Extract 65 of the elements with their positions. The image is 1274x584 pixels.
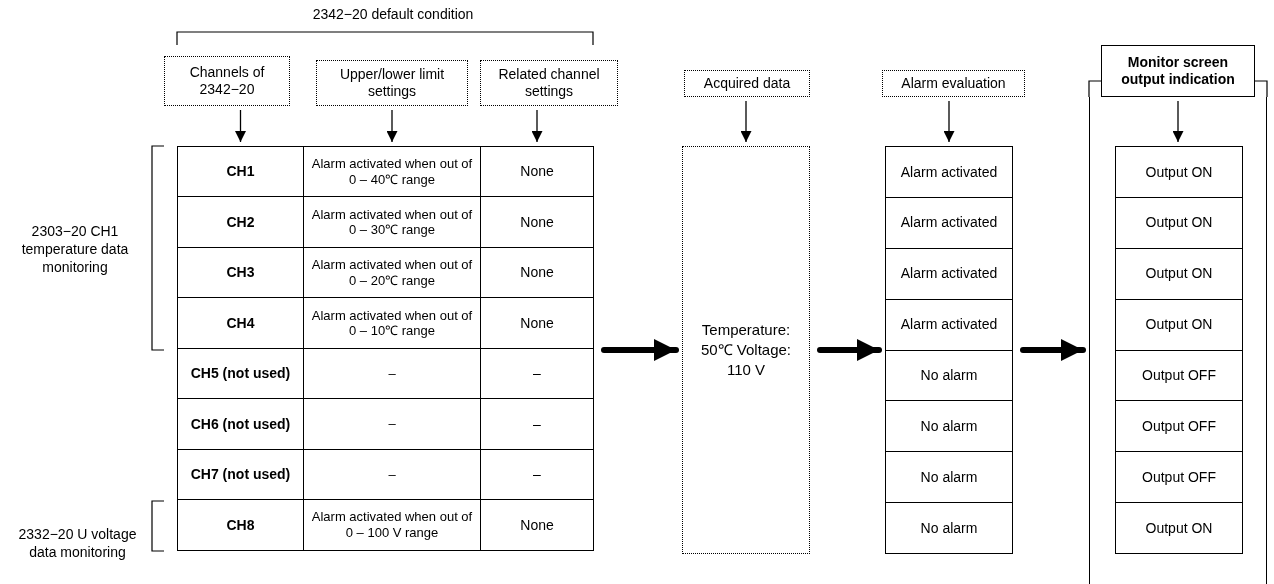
evaluation-cell: No alarm: [886, 401, 1012, 453]
table-column: [303, 146, 481, 551]
limit-cell: Alarm activated when out of 0 – 30℃ range: [304, 197, 480, 248]
channel-cell: CH2: [178, 197, 303, 248]
data-box: Temperature: 50℃ Voltage: 110 V: [682, 146, 810, 554]
arrow: [531, 109, 543, 143]
output-cell: Output ON: [1116, 248, 1242, 300]
evaluation-cell: No alarm: [886, 350, 1012, 402]
output-cell: Output ON: [1116, 197, 1242, 249]
related-cell: None: [481, 298, 593, 349]
related-cell: –: [481, 399, 593, 450]
evaluation-cell: No alarm: [886, 452, 1012, 504]
related-cell: –: [481, 348, 593, 400]
channel-cell: CH4: [178, 298, 303, 349]
evaluation-cell: Alarm activated: [886, 299, 1012, 351]
arrow: [740, 100, 752, 143]
arrow: [943, 100, 955, 143]
evaluation-cell-text: No alarm: [919, 518, 979, 538]
annotation-text: 2342−20 default condition: [311, 5, 475, 24]
annotation-text: 2303−20 CH1 temperature data monitoring: [20, 222, 130, 277]
channel-cell: CH1: [178, 147, 303, 198]
related-cell: –: [481, 449, 593, 501]
output-cell-text: Output ON: [1144, 518, 1214, 538]
table-column: [177, 146, 304, 551]
channel-cell: CH5 (not used): [178, 348, 303, 400]
header-box: Channels of 2342−20: [164, 56, 290, 106]
related-cell-text: None: [519, 515, 555, 535]
header-box: Alarm evaluation: [882, 70, 1025, 97]
channel-cell: CH7 (not used): [178, 449, 303, 501]
thick-arrow: [601, 339, 679, 361]
heading-box: Monitor screen output indication: [1101, 45, 1255, 97]
limit-cell: Alarm activated when out of 0 – 40℃ range: [304, 147, 480, 198]
output-cell: Output ON: [1116, 147, 1242, 198]
evaluation-column: [885, 146, 1013, 554]
related-cell: None: [481, 197, 593, 248]
header-box: Acquired data: [684, 70, 810, 97]
output-cell: Output OFF: [1116, 452, 1242, 504]
evaluation-cell: Alarm activated: [886, 248, 1012, 300]
limit-cell: Alarm activated when out of 0 – 10℃ range: [304, 298, 480, 349]
output-cell: Output ON: [1116, 299, 1242, 351]
arrow: [235, 109, 246, 143]
thick-arrow: [1020, 339, 1086, 361]
header-box: Upper/lower limit settings: [316, 60, 468, 106]
output-column: [1115, 146, 1243, 554]
channel-cell: CH6 (not used): [178, 399, 303, 450]
header-box: Related channel settings: [480, 60, 618, 106]
limit-cell: –: [304, 399, 480, 450]
limit-cell: Alarm activated when out of 0 – 20℃ range: [304, 247, 480, 299]
arrow: [1172, 100, 1184, 143]
evaluation-cell: Alarm activated: [886, 147, 1012, 198]
output-cell: Output OFF: [1116, 350, 1242, 402]
related-cell: None: [481, 247, 593, 299]
related-cell: None: [481, 147, 593, 198]
limit-cell: –: [304, 348, 480, 400]
thick-arrow: [817, 339, 882, 361]
annotation-text: 2332−20 U voltage data monitoring: [17, 525, 138, 562]
channel-cell: CH3: [178, 247, 303, 299]
channel-cell-text: CH8: [225, 515, 256, 535]
evaluation-cell: Alarm activated: [886, 197, 1012, 249]
table-column: [480, 146, 594, 551]
limit-cell: –: [304, 449, 480, 501]
panel-frame: [1089, 97, 1267, 584]
output-cell: Output OFF: [1116, 401, 1242, 453]
arrow: [386, 109, 398, 143]
limit-cell-text: Alarm activated when out of 0 – 100 V range: [310, 508, 474, 542]
